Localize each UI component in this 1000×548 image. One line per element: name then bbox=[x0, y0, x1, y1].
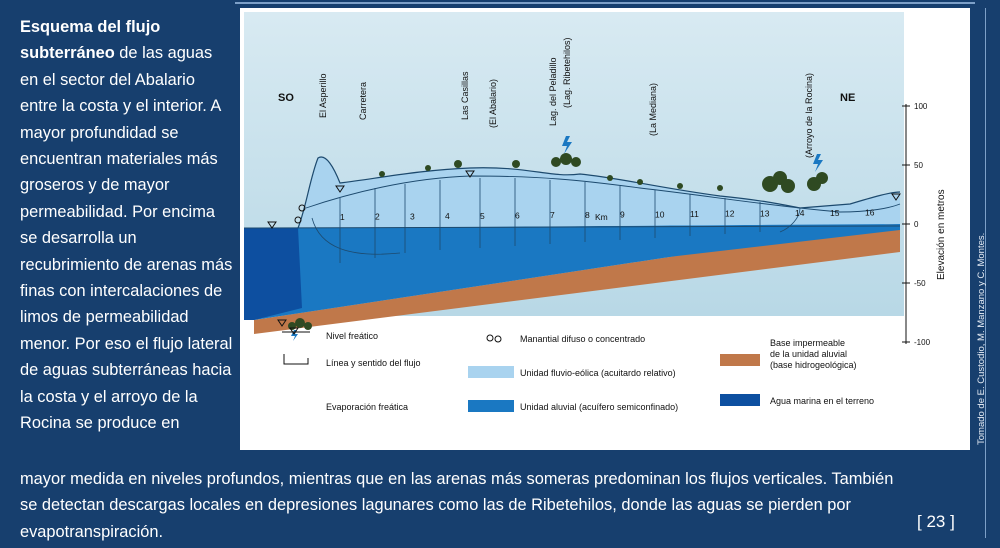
figure-credit: Tomado de E. Custodio, M. Manzano y C. M… bbox=[976, 232, 987, 445]
axis-tick-label: -100 bbox=[914, 338, 931, 347]
axis-tick-label: 50 bbox=[914, 161, 923, 170]
place-labels: El Asperillo Carretera Las Casillas (El … bbox=[318, 37, 814, 158]
legend-base3: (base hidrogeológica) bbox=[770, 360, 857, 370]
axis-tick-label: 100 bbox=[914, 102, 928, 111]
diagram-svg: SO NE El Asperillo Carretera Las Casilla… bbox=[243, 12, 947, 412]
caption-side-text: de las aguas en el sector del Abalario e… bbox=[20, 44, 233, 433]
place-casillas: Las Casillas bbox=[460, 71, 470, 120]
km-number: 4 bbox=[445, 211, 450, 221]
legend-base1: Base impermeable bbox=[770, 338, 845, 348]
right-rule bbox=[985, 8, 986, 538]
aluvial-layer-upper bbox=[296, 224, 900, 300]
sea-level-line bbox=[243, 225, 901, 229]
legend-linea: Línea y sentido del flujo bbox=[326, 358, 421, 368]
km-number: 13 bbox=[760, 208, 770, 218]
page-number: [ 23 ] bbox=[917, 512, 955, 531]
legend-base2: de la unidad aluvial bbox=[770, 349, 847, 359]
place-ribetehilos: (Lag. Ribetehilos) bbox=[562, 37, 572, 108]
axis-label: Elevación en metros bbox=[936, 189, 947, 280]
km-number: 11 bbox=[690, 209, 699, 219]
legend-swatch-base bbox=[720, 354, 760, 366]
legend: Nivel freático Línea y sentido del flujo… bbox=[282, 327, 874, 412]
place-peladillo: Lag. del Peladillo bbox=[548, 57, 558, 126]
km-number: 5 bbox=[480, 211, 485, 221]
base-layer bbox=[254, 222, 900, 334]
legend-nivel: Nivel freático bbox=[326, 331, 378, 341]
km-number: 8 bbox=[585, 210, 590, 220]
km-number: 10 bbox=[655, 209, 665, 219]
caption-bottom: mayor medida en niveles profundos, mient… bbox=[20, 470, 894, 541]
fluvio-eolica-layer bbox=[298, 157, 900, 228]
km-number: 1 bbox=[340, 212, 345, 222]
label-ne: NE bbox=[840, 92, 855, 104]
place-abalario: (El Abalario) bbox=[488, 79, 498, 128]
vegetation bbox=[288, 153, 828, 330]
legend-fluvio: Unidad fluvio-eólica (acuitardo relativo… bbox=[520, 368, 676, 378]
label-so: SO bbox=[278, 92, 294, 104]
legend-swatch-aluvial bbox=[468, 400, 514, 412]
place-rocina: (Arroyo de la Rocina) bbox=[804, 73, 814, 158]
axis-ticks: 100 50 0 -50 -100 bbox=[902, 102, 931, 347]
km-number: 15 bbox=[830, 208, 840, 218]
km-number: 6 bbox=[515, 211, 520, 221]
km-number: 3 bbox=[410, 211, 415, 221]
km-label: Km bbox=[595, 212, 608, 222]
axis-tick-label: -50 bbox=[914, 279, 926, 288]
place-mediana: (La Mediana) bbox=[648, 83, 658, 136]
km-number: 12 bbox=[725, 209, 735, 219]
place-carretera: Carretera bbox=[358, 82, 368, 120]
legend-swatch-fluvio bbox=[468, 366, 514, 378]
water-table-line bbox=[305, 175, 901, 213]
caption-side: Esquema del flujo subterráneo de las agu… bbox=[20, 14, 235, 437]
place-asperillo: El Asperillo bbox=[318, 73, 328, 118]
top-rule bbox=[235, 2, 975, 4]
sea-area bbox=[244, 228, 302, 320]
km-number: 9 bbox=[620, 210, 625, 220]
legend-marina: Agua marina en el terreno bbox=[770, 396, 874, 406]
km-number: 7 bbox=[550, 210, 555, 220]
terrain-surface bbox=[297, 156, 901, 229]
legend-swatch-marina bbox=[720, 394, 760, 406]
groundwater-diagram: SO NE El Asperillo Carretera Las Casilla… bbox=[240, 8, 970, 450]
km-number: 14 bbox=[795, 208, 805, 218]
water-table-markers bbox=[267, 170, 901, 342]
flow-lines bbox=[311, 178, 801, 263]
legend-aluvial: Unidad aluvial (acuífero semiconfinado) bbox=[520, 402, 678, 412]
legend-manantial: Manantial difuso o concentrado bbox=[520, 334, 645, 344]
km-number: 2 bbox=[375, 212, 380, 222]
caption-bold: Esquema del flujo subterráneo bbox=[20, 18, 161, 63]
km-number: 16 bbox=[865, 208, 875, 218]
legend-evap: Evaporación freática bbox=[326, 402, 408, 412]
axis-tick-label: 0 bbox=[914, 220, 919, 229]
